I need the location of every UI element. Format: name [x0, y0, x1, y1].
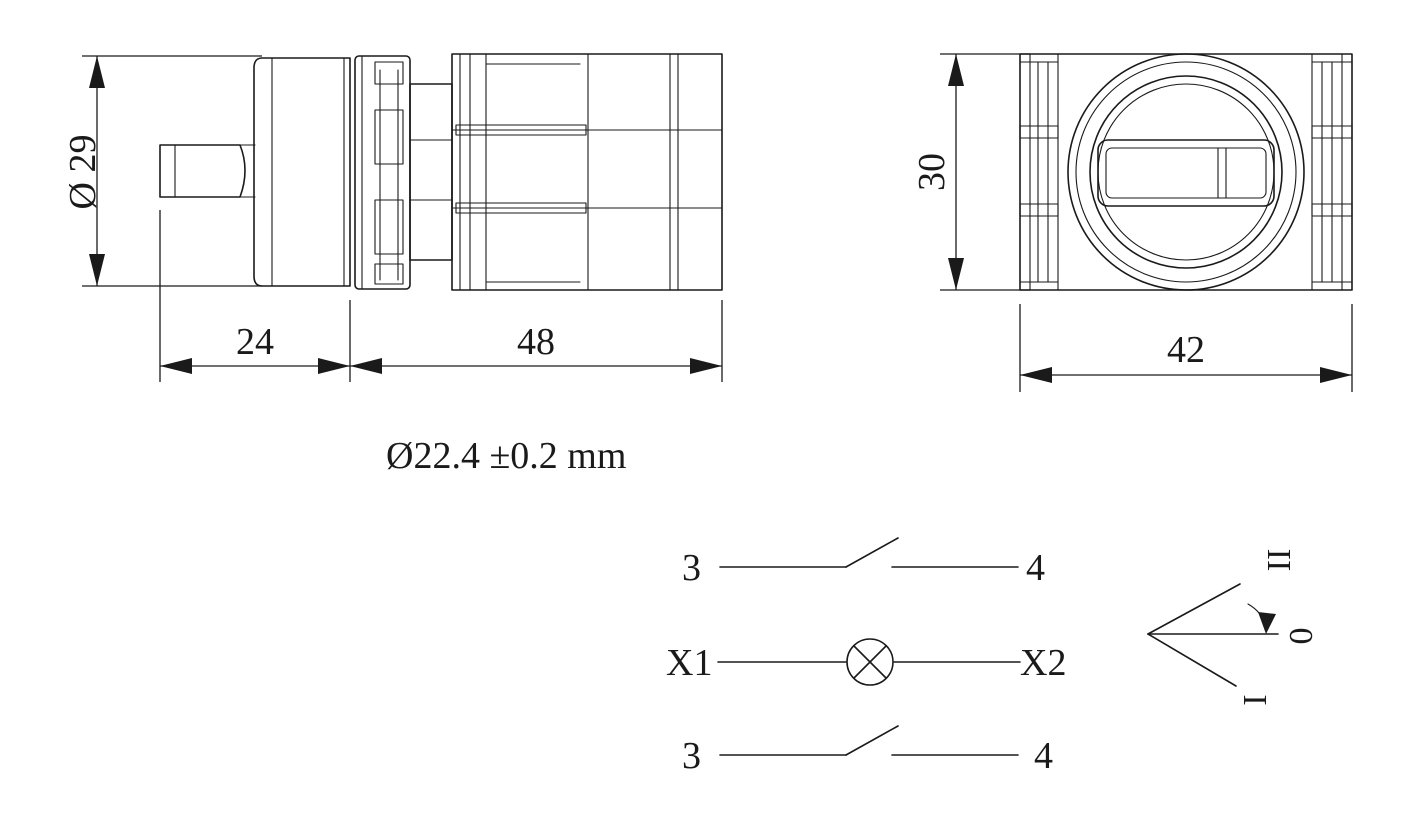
- contact-block: [451, 53, 723, 291]
- height-dimension: 30: [911, 53, 1030, 291]
- neck: [409, 83, 453, 261]
- dim-24-label: 24: [236, 321, 274, 363]
- top-left-terminal: 3: [682, 547, 701, 589]
- knob-bezel: [1067, 53, 1305, 291]
- width-dimension: 42: [1019, 304, 1353, 392]
- diameter-label: Ø 29: [62, 135, 104, 210]
- position-indicator: II 0 I: [1147, 549, 1319, 706]
- side-view: Ø 29 24 48: [62, 53, 723, 382]
- mounting-hole-note: Ø22.4 ±0.2 mm: [386, 435, 626, 477]
- position-I-label: I: [1236, 694, 1273, 705]
- collar-nut: [354, 55, 411, 290]
- bottom-contact: 3 4: [682, 725, 1053, 777]
- diameter-dimension: Ø 29: [62, 55, 262, 287]
- width-label: 42: [1167, 329, 1205, 371]
- top-right-terminal: 4: [1026, 547, 1045, 589]
- front-housing: [1019, 53, 1353, 291]
- front-view: 30 42: [911, 53, 1353, 392]
- lamp-right-terminal: X2: [1020, 642, 1066, 684]
- bottom-left-terminal: 3: [682, 735, 701, 777]
- dim-48-label: 48: [517, 321, 555, 363]
- top-contact: 3 4: [682, 537, 1045, 589]
- wiring-diagram: 3 4 X1 X2 3 4 II 0: [666, 537, 1319, 777]
- lamp-left-terminal: X1: [666, 642, 712, 684]
- knob-stem: [159, 144, 256, 198]
- position-0-label: 0: [1282, 628, 1319, 645]
- position-II-label: II: [1260, 549, 1297, 572]
- front-bezel: [253, 57, 351, 287]
- lamp-symbol: [846, 638, 894, 686]
- knob-handle: [1097, 139, 1275, 207]
- lamp-circuit: X1 X2: [666, 638, 1066, 686]
- height-label: 30: [911, 153, 953, 191]
- length-dimension: 24 48: [159, 210, 723, 382]
- left-rails: [1019, 53, 1059, 291]
- right-rails: [1311, 53, 1353, 291]
- bottom-right-terminal: 4: [1034, 735, 1053, 777]
- rotation-arrow: [1258, 612, 1276, 634]
